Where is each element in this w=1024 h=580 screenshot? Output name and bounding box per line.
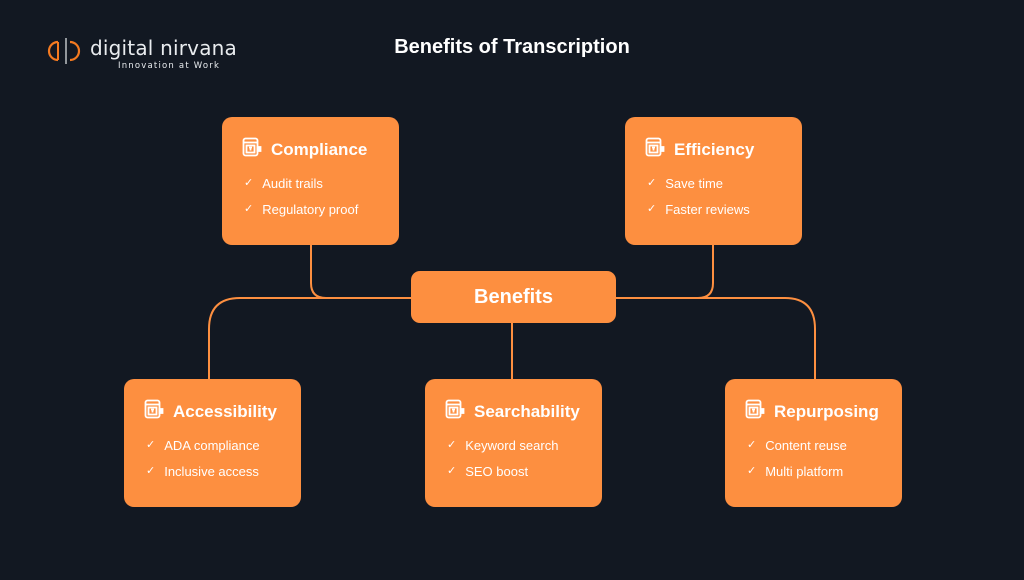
benefits-hub: Benefits [411, 271, 616, 323]
list-item: ✓ Content reuse [747, 438, 902, 464]
card-title: Compliance [271, 139, 368, 159]
card-compliance: Compliance ✓ Audit trails ✓ Regulatory proof [222, 117, 399, 245]
card-title: Repurposing [774, 401, 879, 421]
item-label: Faster reviews [665, 202, 750, 217]
check-icon: ✓ [447, 465, 457, 477]
item-label: Content reuse [765, 438, 847, 453]
brand-tagline: Innovation at Work [118, 61, 221, 71]
list-item: ✓ Save time [647, 176, 802, 202]
connector-efficiency [616, 245, 714, 299]
check-icon: ✓ [747, 439, 757, 451]
browser-window-icon [445, 399, 465, 424]
check-icon: ✓ [244, 203, 254, 215]
card-efficiency: Efficiency ✓ Save time ✓ Faster reviews [625, 117, 802, 245]
card-title: Accessibility [173, 401, 277, 421]
browser-window-icon [144, 399, 164, 424]
card-header: Repurposing [745, 399, 902, 424]
card-list: ✓ Audit trails ✓ Regulatory proof [244, 176, 399, 228]
list-item: ✓ SEO boost [447, 464, 602, 490]
card-header: Searchability [445, 399, 602, 424]
browser-window-icon [242, 137, 262, 162]
card-accessibility: Accessibility ✓ ADA compliance ✓ Inclusive a… [124, 379, 301, 507]
item-label: ADA compliance [164, 438, 260, 453]
card-header: Efficiency [645, 137, 802, 162]
check-icon: ✓ [146, 439, 156, 451]
check-icon: ✓ [244, 177, 254, 189]
item-label: Regulatory proof [262, 202, 359, 217]
item-label: Save time [665, 176, 724, 191]
check-icon: ✓ [447, 439, 457, 451]
list-item: ✓ ADA compliance [146, 438, 301, 464]
check-icon: ✓ [647, 177, 657, 189]
list-item: ✓ Faster reviews [647, 202, 802, 228]
browser-window-icon [745, 399, 765, 424]
item-label: Audit trails [262, 176, 323, 191]
card-searchability: Searchability ✓ Keyword search ✓ SEO boost [425, 379, 602, 507]
brand-name: digital nirvana [90, 36, 237, 60]
list-item: ✓ Regulatory proof [244, 202, 399, 228]
card-list: ✓ Content reuse ✓ Multi platform [747, 438, 902, 490]
card-list: ✓ Save time ✓ Faster reviews [647, 176, 802, 228]
item-label: Inclusive access [164, 464, 259, 479]
check-icon: ✓ [647, 203, 657, 215]
card-header: Compliance [242, 137, 399, 162]
card-repurposing: Repurposing ✓ Content reuse ✓ Multi platform [725, 379, 902, 507]
list-item: ✓ Keyword search [447, 438, 602, 464]
connector-compliance [310, 245, 411, 299]
card-title: Efficiency [674, 139, 755, 159]
check-icon: ✓ [747, 465, 757, 477]
card-title: Searchability [474, 401, 580, 421]
card-list: ✓ ADA compliance ✓ Inclusive access [146, 438, 301, 490]
card-list: ✓ Keyword search ✓ SEO boost [447, 438, 602, 490]
item-label: Keyword search [465, 438, 559, 453]
list-item: ✓ Multi platform [747, 464, 902, 490]
card-header: Accessibility [144, 399, 301, 424]
check-icon: ✓ [146, 465, 156, 477]
logo-mark-icon [47, 38, 81, 64]
list-item: ✓ Audit trails [244, 176, 399, 202]
page-title: Benefits of Transcription [394, 36, 630, 58]
connector-accessibility [208, 297, 411, 379]
browser-window-icon [645, 137, 665, 162]
item-label: SEO boost [465, 464, 529, 479]
list-item: ✓ Inclusive access [146, 464, 301, 490]
connector-repurposing [616, 297, 816, 379]
item-label: Multi platform [765, 464, 844, 479]
